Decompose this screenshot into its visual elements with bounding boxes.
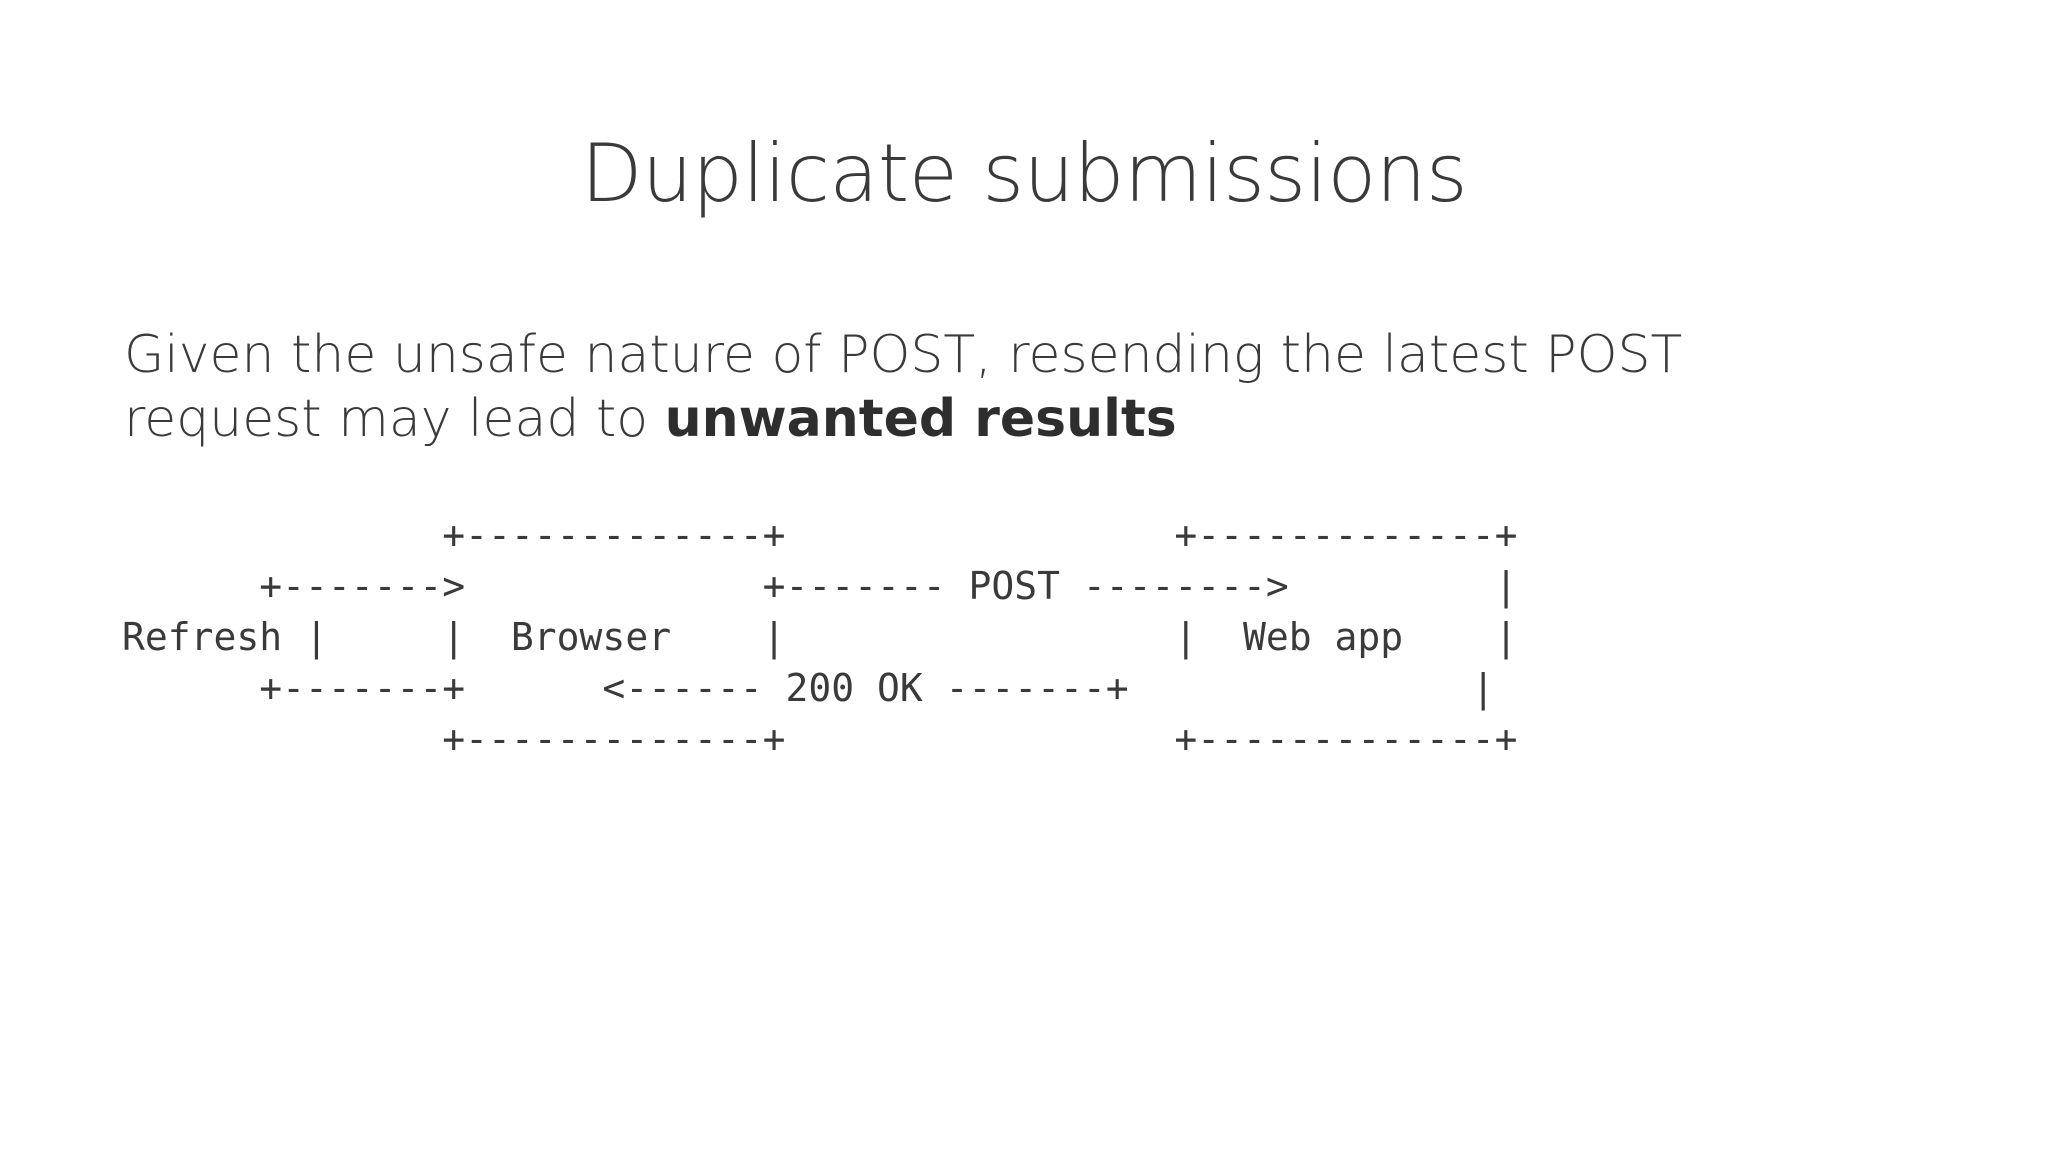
slide-body-text: Given the unsafe nature of POST, resendi… (124, 324, 1824, 452)
body-lead-text: Given the unsafe nature of POST, resendi… (124, 325, 1683, 449)
body-emphasis-text: unwanted results (664, 388, 1177, 449)
ascii-sequence-diagram: +-------------+ +-------------+ +-------… (122, 513, 1518, 761)
page-title: Duplicate submissions (580, 126, 1468, 220)
